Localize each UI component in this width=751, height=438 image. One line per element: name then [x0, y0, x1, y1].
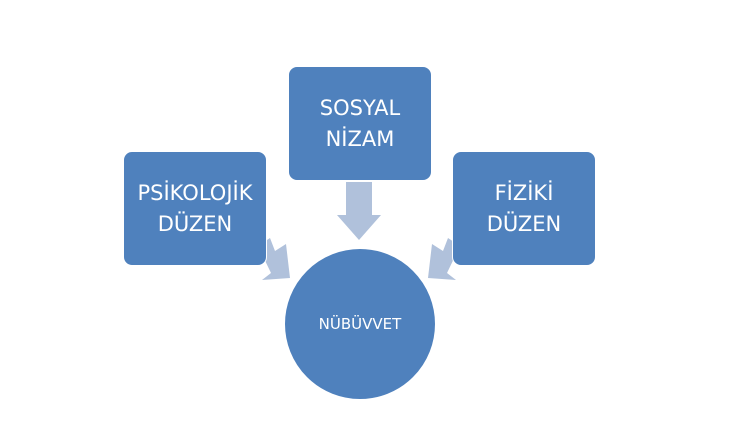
node-label-line1: SOSYAL — [319, 95, 401, 120]
node-label-line2: NİZAM — [325, 126, 395, 151]
node-label-line1: PSİKOLOJİK — [137, 180, 253, 205]
arrow-down-icon — [337, 182, 381, 240]
node-sosyal-nizam: SOSYAL NİZAM — [288, 66, 432, 181]
center-label: NÜBÜVVET — [318, 315, 402, 333]
node-nubuvvet: NÜBÜVVET — [284, 248, 436, 400]
node-label-line2: DÜZEN — [157, 211, 233, 236]
node-label-line1: FİZİKİ — [494, 180, 554, 205]
node-fiziki-duzen: FİZİKİ DÜZEN — [452, 151, 596, 266]
node-label-line2: DÜZEN — [486, 211, 562, 236]
node-psikolojik-duzen: PSİKOLOJİK DÜZEN — [123, 151, 267, 266]
